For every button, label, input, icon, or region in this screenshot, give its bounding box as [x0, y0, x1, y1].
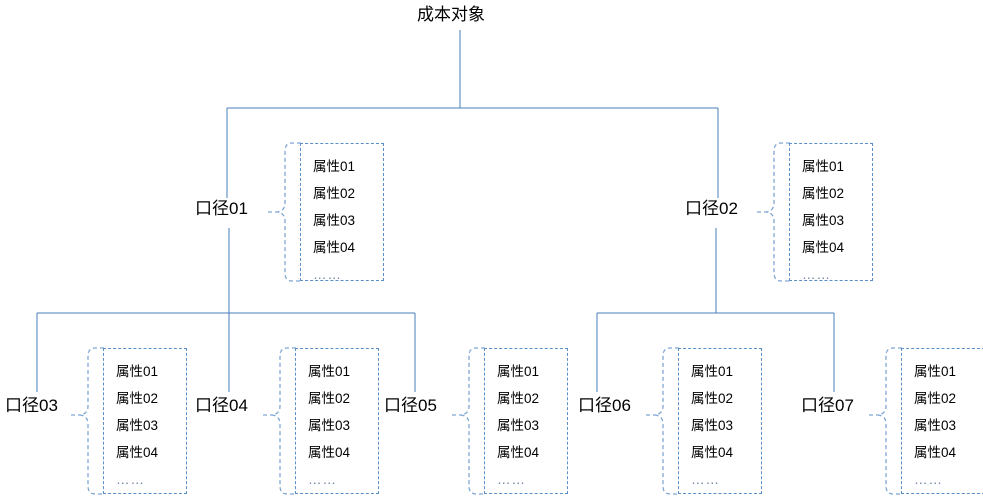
attribute-box-kj03[interactable]: 属性01 属性02 属性03 属性04 ……: [103, 348, 187, 494]
attribute-item: 属性03: [116, 418, 159, 433]
brace-kj04: [263, 347, 296, 495]
brace-kj03: [71, 347, 104, 495]
attribute-item: 属性01: [914, 364, 957, 379]
attribute-item: 属性02: [116, 391, 159, 406]
attribute-item: 属性01: [691, 364, 734, 379]
attribute-item: 属性02: [691, 391, 734, 406]
node-label-kj06[interactable]: 口径06: [575, 395, 634, 417]
attribute-item: 属性03: [308, 418, 351, 433]
attribute-item: 属性03: [691, 418, 734, 433]
attribute-item: 属性02: [308, 391, 351, 406]
attribute-item: 属性01: [308, 364, 351, 379]
attribute-box-kj04[interactable]: 属性01 属性02 属性03 属性04 ……: [295, 348, 379, 494]
attribute-item: 属性02: [802, 186, 845, 201]
attribute-item: 属性04: [308, 445, 351, 460]
attribute-box-kj07[interactable]: 属性01 属性02 属性03 属性04 ……: [901, 348, 983, 494]
node-label-kj03[interactable]: 口径03: [2, 395, 61, 417]
node-label-kj01[interactable]: 口径01: [192, 198, 251, 220]
attribute-item: 属性01: [313, 159, 356, 174]
attribute-ellipsis: ……: [914, 472, 943, 487]
attribute-item: 属性03: [313, 213, 356, 228]
attribute-item: 属性03: [497, 418, 540, 433]
attribute-item: 属性03: [914, 418, 957, 433]
brace-kj01: [268, 142, 301, 282]
attribute-box-kj05[interactable]: 属性01 属性02 属性03 属性04 ……: [484, 348, 568, 494]
attribute-item: 属性04: [802, 240, 845, 255]
attribute-ellipsis: ……: [116, 472, 145, 487]
attribute-ellipsis: ……: [308, 472, 337, 487]
attribute-item: 属性01: [497, 364, 540, 379]
attribute-box-kj02[interactable]: 属性01 属性02 属性03 属性04 ……: [789, 143, 873, 282]
attribute-item: 属性04: [313, 240, 356, 255]
attribute-box-kj06[interactable]: 属性01 属性02 属性03 属性04 ……: [678, 348, 762, 494]
node-root-label[interactable]: 成本对象: [414, 4, 488, 26]
node-label-kj02[interactable]: 口径02: [682, 198, 741, 220]
brace-kj07: [869, 347, 902, 495]
attribute-item: 属性02: [497, 391, 540, 406]
attribute-item: 属性04: [497, 445, 540, 460]
node-label-kj04[interactable]: 口径04: [192, 395, 251, 417]
attribute-ellipsis: ……: [497, 472, 526, 487]
attribute-item: 属性01: [116, 364, 159, 379]
attribute-ellipsis: ……: [313, 267, 342, 282]
attribute-item: 属性01: [802, 159, 845, 174]
attribute-item: 属性04: [914, 445, 957, 460]
attribute-ellipsis: ……: [691, 472, 720, 487]
brace-kj05: [452, 347, 485, 495]
brace-kj06: [646, 347, 679, 495]
attribute-item: 属性03: [802, 213, 845, 228]
attribute-item: 属性04: [116, 445, 159, 460]
attribute-item: 属性02: [914, 391, 957, 406]
attribute-item: 属性02: [313, 186, 356, 201]
brace-kj02: [757, 142, 790, 282]
node-label-kj07[interactable]: 口径07: [798, 395, 857, 417]
attribute-box-kj01[interactable]: 属性01 属性02 属性03 属性04 ……: [300, 143, 384, 282]
attribute-item: 属性04: [691, 445, 734, 460]
node-label-kj05[interactable]: 口径05: [381, 395, 440, 417]
attribute-ellipsis: ……: [802, 267, 831, 282]
